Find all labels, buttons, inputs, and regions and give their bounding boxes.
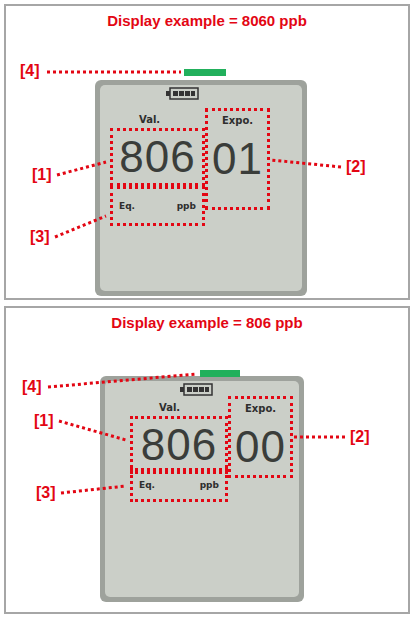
battery-icon [170,88,198,99]
leader-line [48,374,197,387]
battery-icon [184,384,212,395]
value-digits-box: Val.806 [110,128,205,186]
battery-tip [166,91,170,96]
leader-line [61,486,126,493]
indicator-bar [184,69,226,76]
battery-bar [199,387,204,392]
callout-number: [3] [30,228,50,246]
panel-title: Display example = 8060 ppb [6,12,408,29]
leader-line [55,216,106,237]
leader-line [294,436,345,439]
unit-box: Eq. ppb [110,186,205,226]
unit-label: ppb [177,201,196,211]
battery-bar [191,91,195,96]
battery-bar [193,387,198,392]
battery-bar [185,91,190,96]
callout-number: [4] [22,378,42,396]
unit-box: Eq. ppb [130,468,228,502]
callout-number: [3] [36,484,56,502]
battery-bar [173,91,178,96]
leader-line [59,421,126,440]
indicator-bar [200,370,240,377]
unit-label: Eq. [139,480,155,490]
field-label: Expo. [222,115,253,126]
callout-number: [2] [350,428,370,446]
lcd-bottom [100,376,304,602]
lcd-frame [95,80,307,296]
panel-title: Display example = 806 ppb [6,314,408,331]
example-panel: Display example = 8060 ppbVal.806Expo.01… [4,4,410,300]
battery-bar [205,387,209,392]
callout-number: [2] [346,158,366,176]
lcd-digits: 806 [119,132,195,182]
lcd-frame [100,376,304,602]
battery-bar [187,387,192,392]
battery-bar [179,91,184,96]
lcd-digits: 00 [235,422,286,472]
leader-line [271,160,341,167]
callout-number: [4] [20,62,40,80]
lcd-screen [100,85,302,291]
lcd-top [95,80,307,296]
battery-tip [180,387,184,392]
lcd-digits: 01 [212,134,263,184]
exponent-box: Expo. 01 [205,108,270,210]
field-label: Val. [139,114,160,125]
lcd-digits: 806 [141,420,217,470]
unit-label: ppb [200,480,219,490]
example-panel: Display example = 806 ppbVal.806Expo.00E… [4,306,410,614]
leader-line [47,71,181,74]
callout-number: [1] [34,412,54,430]
value-digits-box: Val.806 [130,416,228,474]
unit-label: Eq. [119,201,135,211]
callout-number: [1] [32,166,52,184]
exponent-box: Expo. 00 [228,396,293,478]
field-label: Val. [159,402,180,413]
lcd-screen [105,381,299,597]
leader-line [57,162,106,175]
field-label: Expo. [245,403,276,414]
